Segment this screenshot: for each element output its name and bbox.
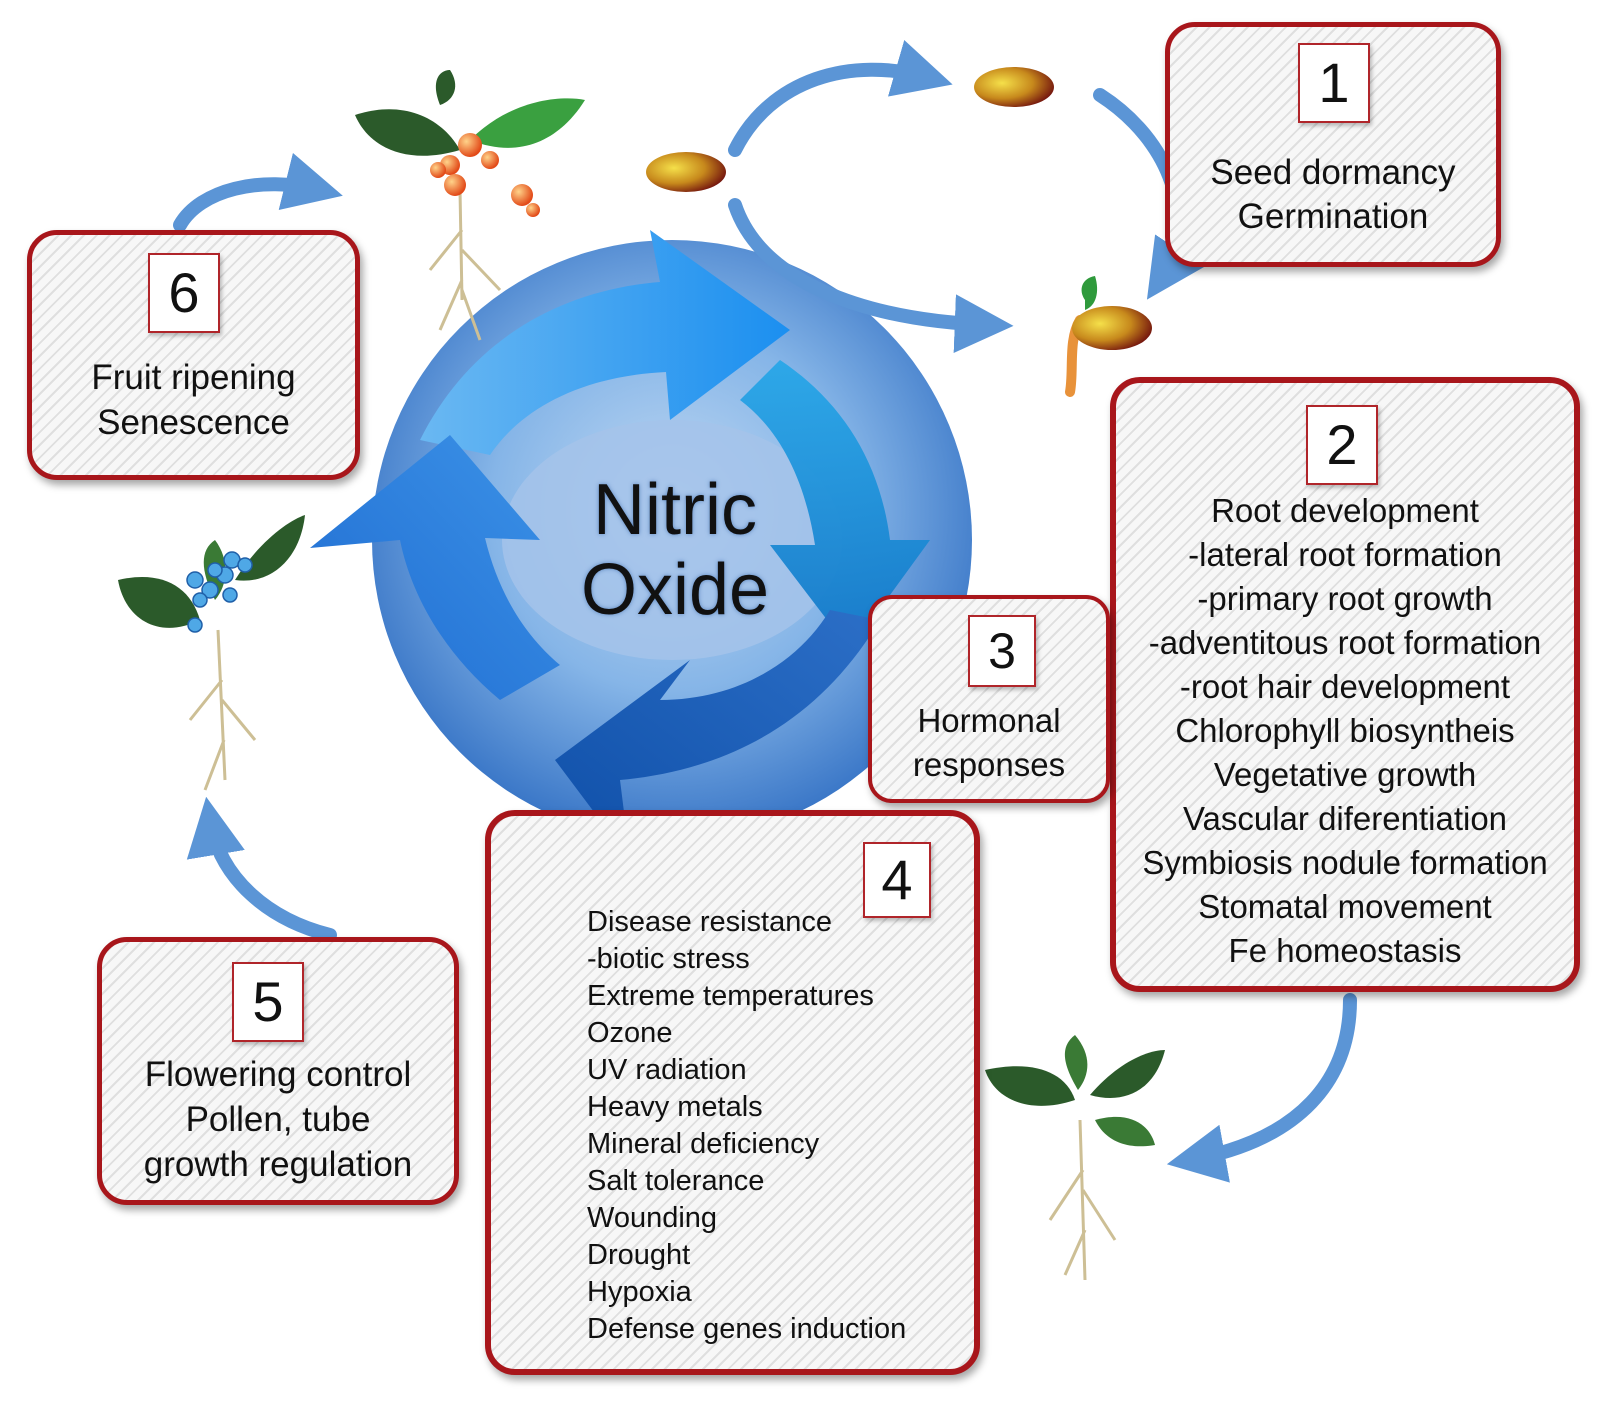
stage-text-line: Extreme temperatures	[587, 980, 874, 1012]
stage-text-line: growth regulation	[143, 1145, 413, 1184]
arrow-box2-to-plant-icon	[1166, 993, 1357, 1183]
arrow-to-seedling-icon	[728, 198, 1014, 354]
nitric-oxide-cycle	[310, 230, 972, 860]
stage-text: Seed dormancy Germination	[1170, 151, 1496, 239]
stage-box-1: 1 Seed dormancy Germination	[1165, 22, 1501, 267]
fruiting-plant-icon	[355, 70, 585, 341]
stage-text-line: -root hair development	[1179, 668, 1511, 705]
center-label-line: Oxide	[580, 550, 770, 630]
stage-text-line: Disease resistance	[587, 906, 832, 938]
stage-text-line: Defense genes induction	[587, 1313, 907, 1345]
stage-box-3: 3 Hormonal responses	[868, 595, 1110, 803]
stage-text-line: Ozone	[587, 1017, 673, 1049]
seed-icon	[646, 152, 726, 192]
stage-text-line: responses	[912, 746, 1066, 783]
stage-text-line: Pollen, tube	[185, 1100, 371, 1139]
stage-number: 6	[148, 253, 220, 333]
stage-text-line: Fruit ripening	[91, 358, 296, 397]
stage-text-line: Vascular diferentiation	[1182, 800, 1508, 837]
stage-text-line: Fe homeostasis	[1228, 932, 1462, 969]
stage-text-line: Hormonal	[917, 702, 1061, 739]
stage-text-line: Seed dormancy	[1210, 153, 1456, 192]
stage-text: Fruit ripening Senescence	[32, 355, 355, 445]
germinating-seed-icon	[1065, 276, 1152, 397]
arrow-box5-to-flower-icon	[186, 796, 337, 942]
stage-text-line: Root development	[1211, 492, 1479, 529]
cycle-arrow-left-icon	[310, 435, 560, 700]
center-label-line: Nitric	[593, 470, 757, 550]
stage-box-4: 4 Disease resistance -biotic stress Extr…	[485, 810, 980, 1375]
stage-number: 2	[1306, 405, 1378, 485]
young-plant-icon	[985, 1035, 1165, 1281]
stage-text: Hormonal responses	[872, 699, 1106, 787]
stage-number: 5	[232, 962, 304, 1042]
stage-text-line: Vegetative growth	[1213, 756, 1477, 793]
stage-text-line: Drought	[587, 1239, 691, 1271]
stage-text-line: Salt tolerance	[587, 1165, 765, 1197]
stage-number: 4	[863, 842, 931, 918]
arrow-to-seed-icon	[728, 40, 953, 157]
stage-text-line: Germination	[1237, 197, 1429, 236]
stage-text-line: Stomatal movement	[1198, 888, 1492, 925]
cycle-arrow-right-icon	[740, 360, 930, 650]
stage-text-line: -adventitous root formation	[1148, 624, 1542, 661]
stage-box-5: 5 Flowering control Pollen, tube growth …	[97, 937, 459, 1205]
stage-text: Root development -lateral root formation…	[1116, 489, 1574, 973]
arrow-box6-to-fruit-icon	[173, 152, 343, 232]
stage-text-line: Mineral deficiency	[587, 1128, 820, 1160]
stage-text-line: Flowering control	[144, 1055, 412, 1094]
seed-icon	[974, 67, 1054, 107]
cycle-arrow-bottom-icon	[555, 610, 880, 860]
center-label: Nitric Oxide	[540, 470, 810, 630]
stage-text-line: UV radiation	[587, 1054, 747, 1086]
stage-box-2: 2 Root development -lateral root formati…	[1110, 377, 1580, 992]
stage-text-line: -lateral root formation	[1188, 536, 1502, 573]
stage-text-line: Wounding	[587, 1202, 718, 1234]
stage-text-line: -biotic stress	[587, 943, 750, 975]
stage-text-line: Hypoxia	[587, 1276, 692, 1308]
stage-text: Flowering control Pollen, tube growth re…	[102, 1052, 454, 1187]
stage-text: Disease resistance -biotic stress Extrem…	[587, 904, 906, 1348]
stage-text-line: -primary root growth	[1197, 580, 1493, 617]
stage-number: 1	[1298, 43, 1370, 123]
stage-box-6: 6 Fruit ripening Senescence	[27, 230, 360, 480]
stage-text-line: Chlorophyll biosyntheis	[1175, 712, 1515, 749]
stage-number: 3	[968, 615, 1036, 687]
stage-text-line: Symbiosis nodule formation	[1142, 844, 1548, 881]
cycle-arrow-top-icon	[420, 230, 790, 455]
stage-text-line: Senescence	[97, 403, 290, 442]
flowering-plant-icon	[118, 515, 305, 791]
stage-text-line: Heavy metals	[587, 1091, 763, 1123]
